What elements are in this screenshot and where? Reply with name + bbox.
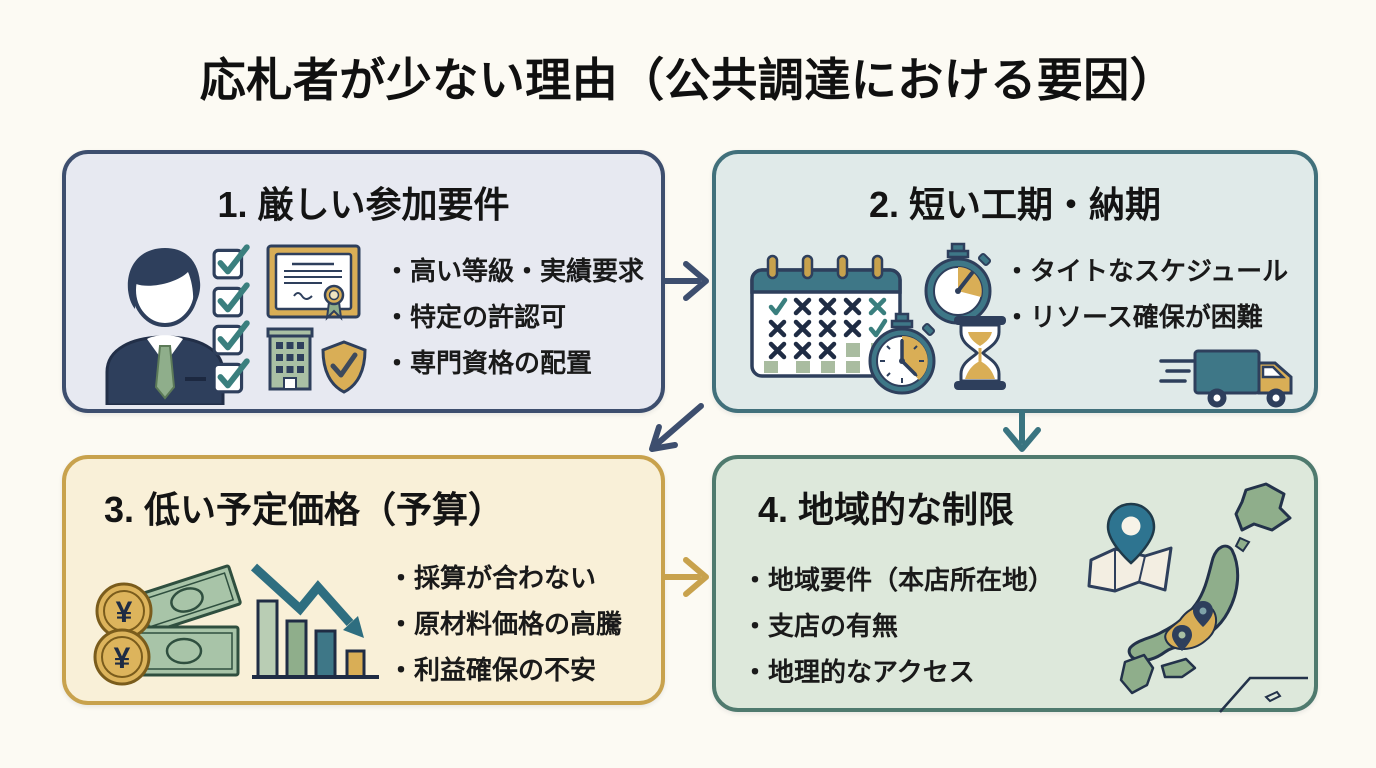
checkbox-checked-icon bbox=[212, 320, 250, 356]
office-building-icon bbox=[266, 327, 314, 391]
stopwatch-small-icon bbox=[868, 312, 936, 395]
stopwatch-icon bbox=[924, 242, 992, 325]
bullet-item: ・採算が合わない bbox=[388, 563, 597, 593]
box3-bullet-list: ・採算が合わない ・原材料価格の高騰 ・利益確保の不安 bbox=[388, 555, 622, 693]
shield-check-icon bbox=[321, 340, 367, 394]
bullet-item: ・利益確保の不安 bbox=[388, 655, 597, 685]
checkbox-checked-icon bbox=[212, 244, 250, 280]
box1-heading: 1. 厳しい参加要件 bbox=[217, 184, 510, 225]
page-title: 応札者が少ない理由（公共調達における要因） bbox=[199, 54, 1177, 106]
box2-bullet-list: ・タイトなスケジュール ・リソース確保が困難 bbox=[1004, 248, 1288, 340]
calendar-icon bbox=[750, 254, 902, 378]
bullet-item: ・リソース確保が困難 bbox=[1004, 302, 1263, 332]
yen-banknotes-icon: ¥ ¥ bbox=[93, 564, 242, 686]
delivery-truck-icon bbox=[1159, 349, 1293, 408]
map-mini-pin-icon bbox=[1172, 625, 1192, 651]
box-short-deadlines: 2. 短い工期・納期 bbox=[712, 150, 1318, 413]
box4-heading: 4. 地域的な制限 bbox=[758, 489, 1015, 530]
certificate-icon bbox=[266, 244, 361, 321]
declining-bar-chart-icon bbox=[250, 563, 379, 679]
bullet-item: ・支店の有無 bbox=[742, 611, 899, 641]
arrow-box2-to-box3 bbox=[649, 403, 704, 452]
checkbox-checked-icon bbox=[212, 282, 250, 318]
bullet-item: ・地理的なアクセス bbox=[742, 657, 975, 687]
map-pin-icon bbox=[1087, 502, 1173, 593]
bullet-item: ・地域要件（本店所在地） bbox=[742, 565, 1055, 595]
bullet-item: ・専門資格の配置 bbox=[384, 348, 593, 378]
arrow-box2-to-box4 bbox=[1003, 410, 1041, 452]
japan-map-icon bbox=[1119, 482, 1308, 713]
map-mini-pin-icon bbox=[1193, 601, 1213, 627]
bullet-item: ・タイトなスケジュール bbox=[1004, 256, 1289, 286]
box4-bullet-list: ・地域要件（本店所在地） ・支店の有無 ・地理的なアクセス bbox=[742, 557, 1054, 695]
businessman-icon bbox=[105, 248, 225, 405]
checklist-icon bbox=[212, 244, 250, 394]
box-strict-participation-requirements: 1. 厳しい参加要件 bbox=[62, 150, 665, 413]
bullet-item: ・原材料価格の高騰 bbox=[388, 609, 623, 639]
bullet-item: ・高い等級・実績要求 bbox=[384, 256, 645, 286]
yen-symbol: ¥ bbox=[116, 596, 133, 629]
bullet-item: ・特定の許認可 bbox=[384, 302, 567, 332]
box-low-planned-price: 3. 低い予定価格（予算） ¥ ¥ bbox=[62, 455, 665, 705]
box3-heading: 3. 低い予定価格（予算） bbox=[104, 489, 505, 530]
box1-bullet-list: ・高い等級・実績要求 ・特定の許認可 ・専門資格の配置 bbox=[384, 248, 644, 386]
checkbox-checked-icon bbox=[212, 358, 250, 394]
box-regional-restrictions: 4. 地域的な制限 ・ bbox=[712, 455, 1318, 713]
yen-symbol: ¥ bbox=[114, 642, 131, 675]
box2-heading: 2. 短い工期・納期 bbox=[868, 184, 1162, 225]
hourglass-icon bbox=[954, 316, 1006, 390]
arrow-box3-to-box4 bbox=[662, 557, 709, 597]
arrow-box1-to-box2 bbox=[662, 261, 709, 301]
